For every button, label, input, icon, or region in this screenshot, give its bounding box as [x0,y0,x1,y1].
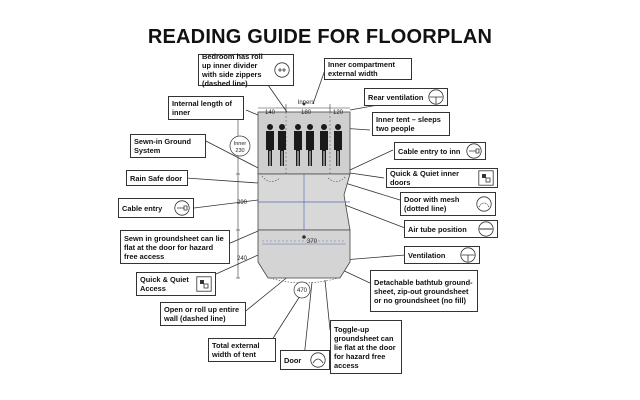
label-total-width: Total external width of tent [208,338,276,362]
sleeper-figure [278,124,286,166]
sleeper-figure [294,124,302,166]
label-internal-length: Internal length of inner [168,96,244,120]
cable-icon [174,200,190,216]
door-icon [310,352,326,368]
sleeper-figure [266,124,274,166]
label-air-tube: Air tube position [404,220,498,238]
dim-180: 180 [301,110,312,116]
label-bedroom-divider: Bedroom has roll up inner divider with s… [198,52,294,88]
air-tube-icon [478,221,494,237]
label-bathtub: Detachable bathtub ground-sheet, zip-out… [370,270,478,312]
label-sewn-groundsheet: Sewn in groundsheet can lie flat at the … [120,230,230,264]
page-title: READING GUIDE FOR FLOORPLAN [147,26,493,48]
label-quick-quiet-inner: Quick & Quiet inner doors [386,168,498,188]
zipper-icon [274,62,290,78]
label-toggle-up: Toggle-up groundsheet can lie flat at th… [330,320,402,374]
label-inner-tent: Inner tent – sleeps two people [372,112,450,136]
label-cable-entry: Cable entry [118,198,194,218]
label-open-roll: Open or roll up entire wall (dashed line… [160,302,246,326]
dim-240: 240 [237,256,248,262]
vent-icon [428,89,444,105]
label-inner-width: Inner compartment external width [324,58,412,80]
dim-120: 120 [333,110,344,116]
cable-icon [466,143,482,159]
label-door: Door [280,350,330,370]
label-rear-ventilation: Rear ventilation [364,88,448,106]
dim-470: 470 [297,288,308,294]
label-door-mesh: Door with mesh (dotted line) [400,192,496,216]
vent-icon [460,247,476,263]
quick-quiet-icon [196,276,212,292]
mesh-door-icon [476,196,492,212]
label-quick-quiet-access: Quick & Quiet Access [136,272,216,296]
dim-290: 290 [237,200,248,206]
label-ventilation: Ventilation [404,246,480,264]
sleeper-figure [334,124,342,166]
dim-inner: Inner [234,141,247,147]
tent-floor [257,102,351,284]
sleepers-group [266,124,342,166]
label-rain-safe: Rain Safe door [126,170,188,186]
sleeper-figure [306,124,314,166]
label-sewn-ground: Sewn-in Ground System [130,134,206,158]
dim-inners: Inners [298,100,315,106]
label-cable-to-inn: Cable entry to inn [394,142,486,160]
dim-140: 140 [265,110,276,116]
dim-370: 370 [307,239,318,245]
dim-230: 230 [235,148,244,154]
quick-quiet-icon [478,170,494,186]
sleeper-figure [320,124,328,166]
